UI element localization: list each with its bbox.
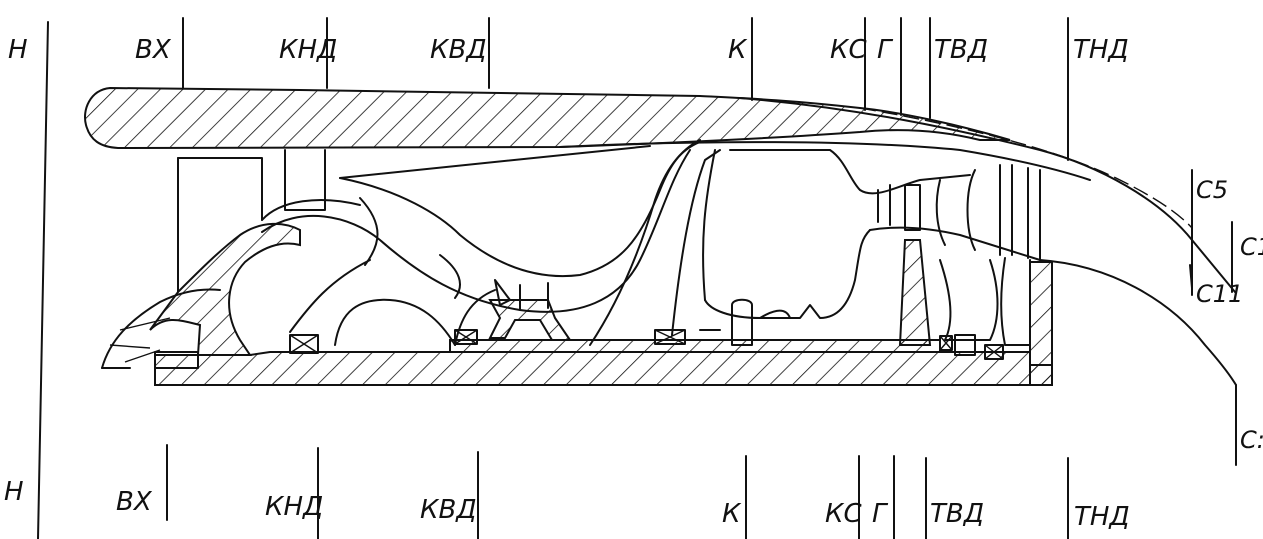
turbine-section bbox=[877, 164, 1053, 386]
exit-station-lines bbox=[1191, 169, 1237, 466]
label-bottom-g: Г bbox=[872, 499, 889, 529]
label-top-kvd: КВД bbox=[430, 35, 487, 65]
label-bottom-tnd: ТНД bbox=[1074, 502, 1130, 532]
label-cc: С: bbox=[1240, 426, 1263, 454]
main-shaft bbox=[449, 339, 941, 353]
base-ground bbox=[154, 351, 1053, 386]
core-flow-duct bbox=[261, 141, 701, 313]
outer-flow-lines bbox=[559, 97, 1237, 386]
label-bottom-tvd: ТВД bbox=[930, 499, 984, 529]
label-c11: С11 bbox=[1196, 280, 1243, 308]
station-lines-top bbox=[37, 17, 1069, 539]
fan-housing bbox=[177, 149, 361, 293]
top-station-labels: Н ВХ КНД КВД К КС Г ТВД ТНД bbox=[8, 35, 1129, 65]
station-lines-bottom bbox=[166, 444, 1069, 539]
label-c5: С5 bbox=[1196, 176, 1228, 204]
label-top-g: Г bbox=[877, 35, 894, 65]
label-c1: С1 bbox=[1240, 233, 1263, 261]
nacelle-cowl bbox=[84, 86, 1011, 150]
inlet-spinner bbox=[101, 222, 301, 369]
compressor-inner-structure bbox=[289, 259, 572, 354]
label-top-tnd: ТНД bbox=[1073, 35, 1129, 65]
label-bottom-knd: КНД bbox=[265, 492, 323, 522]
label-top-h: Н bbox=[8, 35, 28, 65]
label-top-tvd: ТВД bbox=[934, 35, 988, 65]
bottom-station-labels: Н ВХ КНД КВД К КС Г ТВД ТНД bbox=[4, 477, 1130, 532]
label-top-k: К bbox=[728, 35, 748, 65]
label-top-knd: КНД bbox=[279, 35, 337, 65]
label-bottom-vh: ВХ bbox=[116, 487, 153, 517]
label-bottom-h: Н bbox=[4, 477, 24, 507]
label-bottom-k: К bbox=[722, 499, 742, 529]
label-top-vh: ВХ bbox=[135, 35, 172, 65]
label-bottom-ks: КС bbox=[825, 499, 862, 529]
label-bottom-kvd: КВД bbox=[420, 495, 477, 525]
exit-labels: С5 С1 С11 С: bbox=[1196, 176, 1263, 454]
label-top-ks: КС bbox=[830, 35, 867, 65]
